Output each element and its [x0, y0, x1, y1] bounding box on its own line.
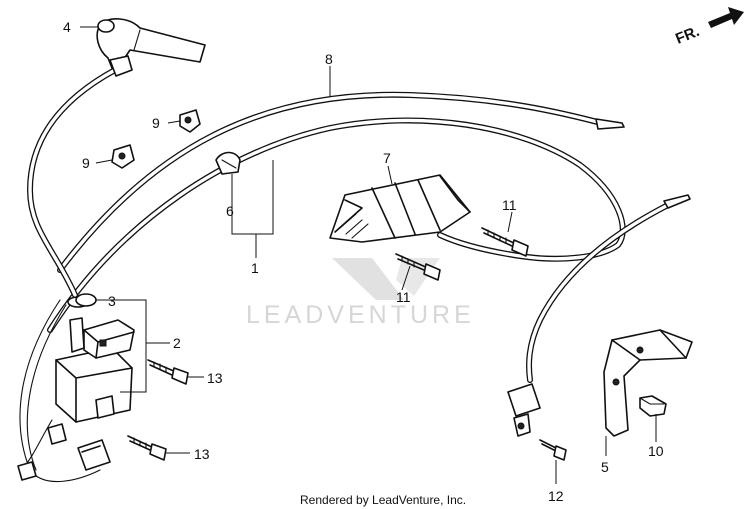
spark-plug-cap-part-4	[26, 18, 206, 298]
callout-11-lower: 11	[396, 289, 411, 305]
callout-10: 10	[648, 443, 664, 459]
front-direction-arrow-icon	[708, 7, 744, 28]
wire-connector	[77, 439, 111, 471]
cable-end-connector	[507, 383, 541, 437]
callout-2: 2	[173, 335, 181, 351]
callout-6: 6	[226, 203, 234, 219]
grommet-part-6	[215, 151, 241, 175]
clamp-part-9-lower	[111, 144, 135, 169]
callout-9-lower: 9	[82, 155, 90, 171]
bolt-part-13-upper	[147, 359, 189, 385]
exciter-coil-part-7	[329, 174, 471, 243]
callout-3: 3	[108, 293, 116, 309]
bolt-part-11-upper	[481, 227, 529, 257]
cable-1	[47, 117, 626, 333]
callout-9-upper: 9	[152, 115, 160, 131]
cable-8	[57, 91, 625, 273]
bolt-part-13-lower	[127, 435, 167, 461]
footer-credit: Rendered by LeadVenture, Inc.	[300, 493, 466, 507]
front-direction-indicator: FR.	[673, 7, 744, 48]
bolt-part-11-lower	[395, 253, 441, 281]
callout-4: 4	[63, 19, 71, 35]
lower-wires	[17, 299, 101, 483]
clamp-part-9-upper	[179, 109, 201, 133]
callout-labels: 4 8 9 9 7 6 1 11 11 3 2 13 13 5 10 12	[63, 19, 664, 504]
callout-11-upper: 11	[502, 197, 517, 213]
callout-5: 5	[601, 459, 609, 475]
front-direction-label: FR.	[673, 23, 702, 48]
leadventure-v-logo-icon	[332, 258, 440, 300]
ignition-coil-part-2	[55, 296, 135, 423]
bracket-part-5	[603, 329, 693, 437]
watermark-text: LEADVENTURE	[246, 301, 475, 329]
callout-12: 12	[548, 488, 564, 504]
right-cable	[526, 194, 691, 383]
bolt-part-12	[539, 439, 567, 461]
callout-7: 7	[383, 150, 391, 166]
callout-13-upper: 13	[207, 370, 223, 386]
callout-13-lower: 13	[194, 446, 210, 462]
grommet-part-3	[75, 293, 97, 307]
leader-lines	[80, 26, 657, 484]
watermark: LEADVENTURE	[246, 258, 475, 329]
callout-1: 1	[251, 260, 259, 276]
callout-8: 8	[325, 51, 333, 67]
bolt-part-10	[639, 395, 667, 417]
